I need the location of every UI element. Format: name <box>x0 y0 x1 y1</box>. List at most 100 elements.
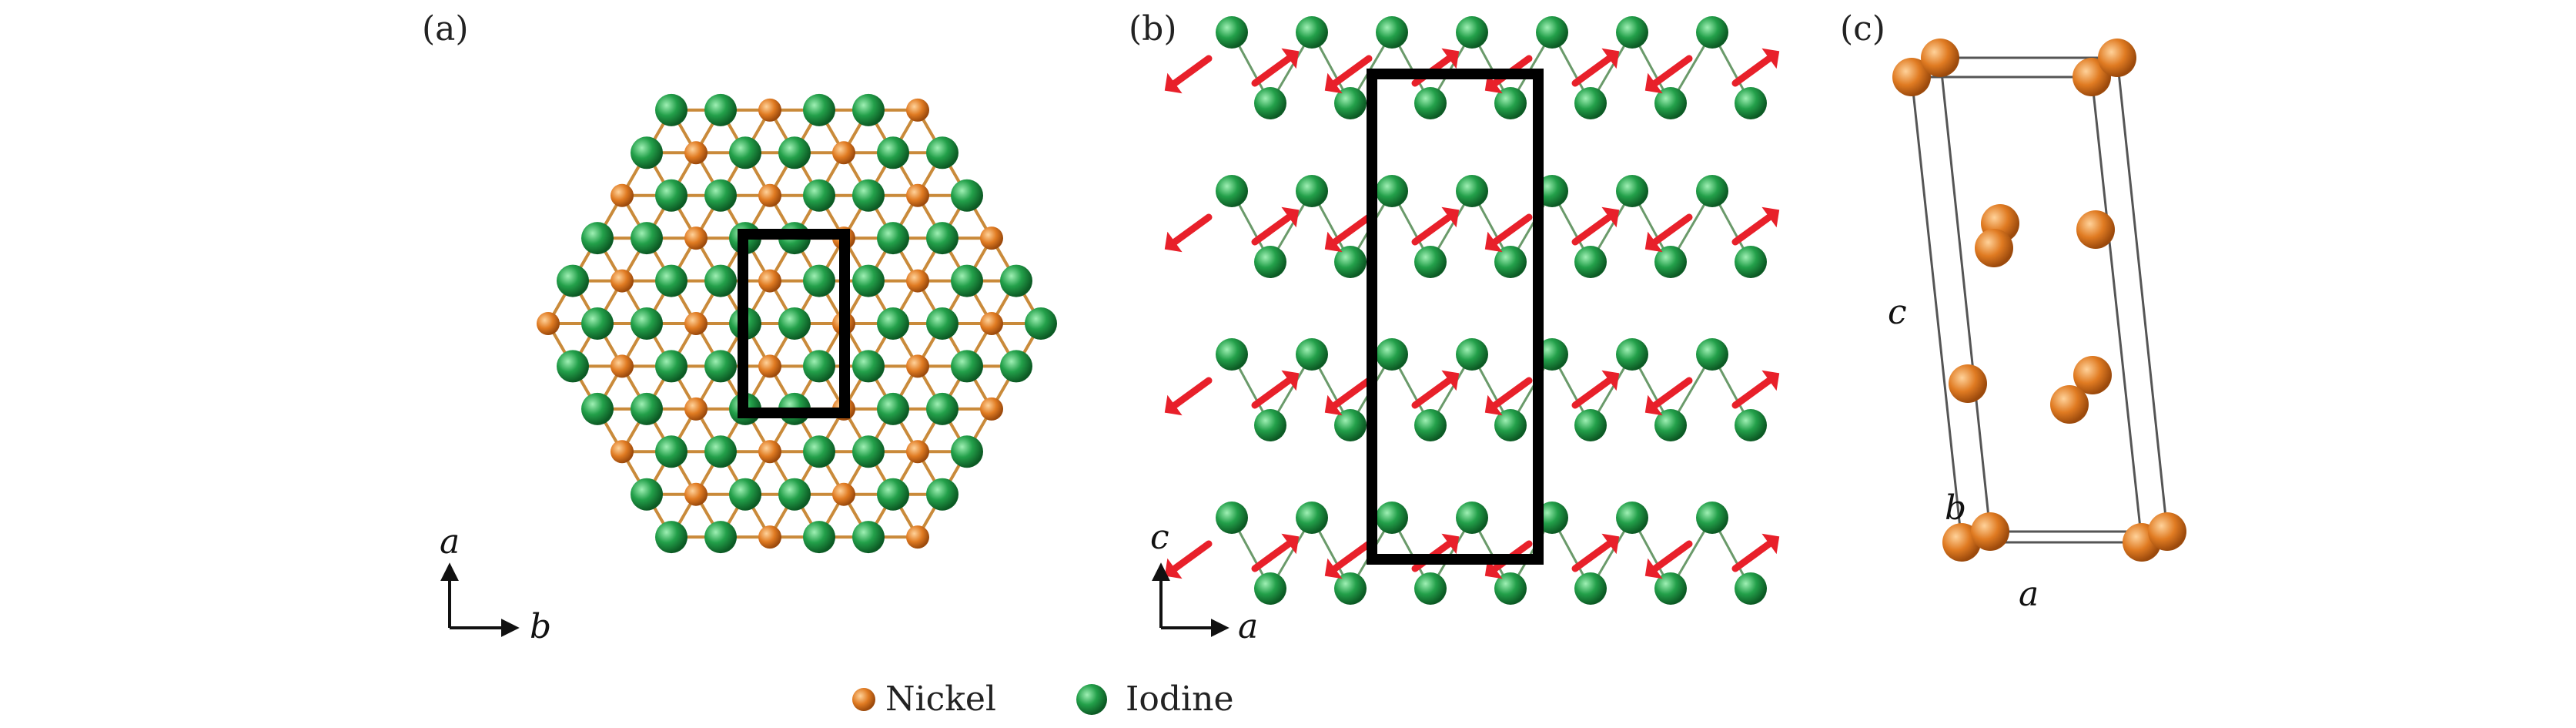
panel-b-spin-arrow <box>1331 377 1373 409</box>
panel-a-iodine-atom <box>852 435 885 468</box>
panel-a-iodine-atom <box>655 435 687 468</box>
panel-b-iodine-atom <box>1735 246 1767 278</box>
panel-b-spin-arrowhead <box>1484 394 1503 416</box>
panel-c-axis-b-label: b <box>1945 488 1966 528</box>
panel-b-iodine-atom <box>1536 175 1568 207</box>
panel-a-iodine-atom <box>1000 264 1032 297</box>
panel-b-iodine-atom <box>1216 16 1248 49</box>
panel-a-nickel-atom <box>758 354 781 378</box>
panel-a-iodine-atom <box>557 350 589 383</box>
panel-b-spin-arrowhead <box>1601 533 1620 555</box>
panel-b-iodine-atom <box>1296 16 1328 49</box>
panel-a-iodine-atom <box>729 136 761 169</box>
panel-b-spin-arrowhead <box>1281 206 1300 228</box>
panel-b-iodine-atom <box>1654 572 1687 605</box>
panel-b-iodine-atom <box>1616 502 1648 534</box>
panel-c-nickel-atom <box>2098 39 2136 77</box>
panel-b-spin-arrow <box>1171 540 1213 572</box>
panel-b-spin-arrow <box>1571 55 1613 87</box>
panel-b-iodine-atom <box>1414 246 1447 278</box>
panel-b-spin-arrow <box>1731 213 1773 246</box>
panel-b-iodine-atom <box>1494 246 1527 278</box>
panel-a-nickel-atom <box>684 482 708 506</box>
panel-a-nickel-atom <box>906 354 929 378</box>
panel-a-label: (a) <box>422 9 469 49</box>
panel-b-iodine-atom <box>1654 409 1687 441</box>
panel-b-spin-arrow <box>1251 540 1293 572</box>
panel-a-iodine-atom <box>803 179 835 212</box>
panel-a-nickel-atom <box>684 397 708 421</box>
panel-b-iodine-atom <box>1735 87 1767 119</box>
panel-b-spin-arrow <box>1411 213 1453 246</box>
panel-a-axis-a-label: a <box>440 522 460 562</box>
panel-b-spin-arrow <box>1411 377 1453 409</box>
panel-a-iodine-atom <box>704 179 737 212</box>
panel-b-spin-arrowhead <box>1281 533 1300 555</box>
panel-b-iodine-atom <box>1616 338 1648 371</box>
panel-a-iodine-atom <box>778 307 811 340</box>
panel-b-spin-arrowhead <box>1324 394 1343 416</box>
panel-a-nickel-atom <box>684 226 708 250</box>
panel-b-iodine-atom <box>1456 175 1488 207</box>
panel-a-iodine-atom <box>926 478 958 511</box>
panel-a-nickel-atom <box>758 440 781 464</box>
panel-a-nickel-atom <box>906 440 929 464</box>
panel-a-axis-b-label: b <box>530 607 551 646</box>
panel-b-iodine-atom <box>1536 338 1568 371</box>
panel-c-axis-a-label: a <box>2019 575 2039 614</box>
panel-a-iodine-atom <box>803 93 835 126</box>
panel-b-spin-arrow <box>1171 213 1213 246</box>
panel-a-iodine-atom <box>951 350 983 383</box>
panel-c-nickel-atom <box>1921 39 1959 77</box>
panel-a-iodine-atom <box>877 392 909 425</box>
panel-a-nickel-atom <box>906 525 929 549</box>
panel-a-nickel-atom <box>906 269 929 293</box>
panel-b-spin-arrowhead <box>1281 370 1300 391</box>
panel-c-nickel-unit-cell: (c) c b a <box>1840 9 2186 614</box>
panel-a-nickel-atom <box>980 312 1003 335</box>
panel-a-nickel-atom <box>611 440 634 464</box>
panel-c-nickel-atom <box>1975 229 2013 267</box>
panel-b-iodine-atom <box>1376 338 1408 371</box>
panel-a-iodine-atom <box>581 307 614 340</box>
panel-b-spin-arrowhead <box>1164 394 1183 416</box>
panel-b-iodine-atom <box>1494 572 1527 605</box>
legend-iodine-swatch <box>1076 684 1107 715</box>
panel-b-iodine-atom <box>1376 16 1408 49</box>
panel-b-spin-arrow <box>1651 55 1693 87</box>
panel-b-spin-arrowhead <box>1601 206 1620 228</box>
panel-a-iodine-atom <box>704 93 737 126</box>
panel-a-iodine-atom <box>778 478 811 511</box>
panel-b-spin-arrowhead <box>1164 231 1183 253</box>
panel-a-iodine-atom <box>877 136 909 169</box>
panel-a-nickel-atom <box>832 482 855 506</box>
panel-b-spin-arrowhead <box>1324 558 1343 579</box>
panel-a-iodine-atom <box>631 307 663 340</box>
panel-b-spin-arrow <box>1731 55 1773 87</box>
panel-a-iodine-atom <box>852 93 885 126</box>
panel-a-iodine-atom <box>926 136 958 169</box>
panel-a-honeycomb-top-view: (a) a b <box>422 9 1057 646</box>
legend-nickel-swatch <box>852 688 875 711</box>
panel-b-axis-c-label: c <box>1150 518 1169 557</box>
panel-b-iodine-atom <box>1536 502 1568 534</box>
panel-c-axis-c-label: c <box>1888 293 1907 332</box>
panel-a-nickel-atom <box>684 141 708 165</box>
panel-a-iodine-atom <box>655 521 687 554</box>
panel-b-iodine-atom <box>1494 87 1527 119</box>
panel-a-iodine-atom <box>852 521 885 554</box>
panel-b-spin-arrowhead <box>1441 48 1460 69</box>
panel-b-iodine-atom <box>1334 87 1367 119</box>
panel-c-cell-edges <box>1910 56 2169 544</box>
panel-c-nickel-atom <box>2050 385 2089 424</box>
panel-a-nickel-atom <box>980 226 1003 250</box>
panel-b-spin-arrow <box>1651 213 1693 246</box>
panel-b-iodine-atom <box>1456 338 1488 371</box>
panel-a-nickel-atom <box>537 312 560 335</box>
panel-b-spin-arrow <box>1331 540 1373 572</box>
panel-a-nickel-atom <box>611 269 634 293</box>
panel-a-atoms <box>537 93 1057 554</box>
panel-b-iodine-atom <box>1376 175 1408 207</box>
panel-a-nickel-atom <box>758 525 781 549</box>
panel-a-iodine-atom <box>581 392 614 425</box>
